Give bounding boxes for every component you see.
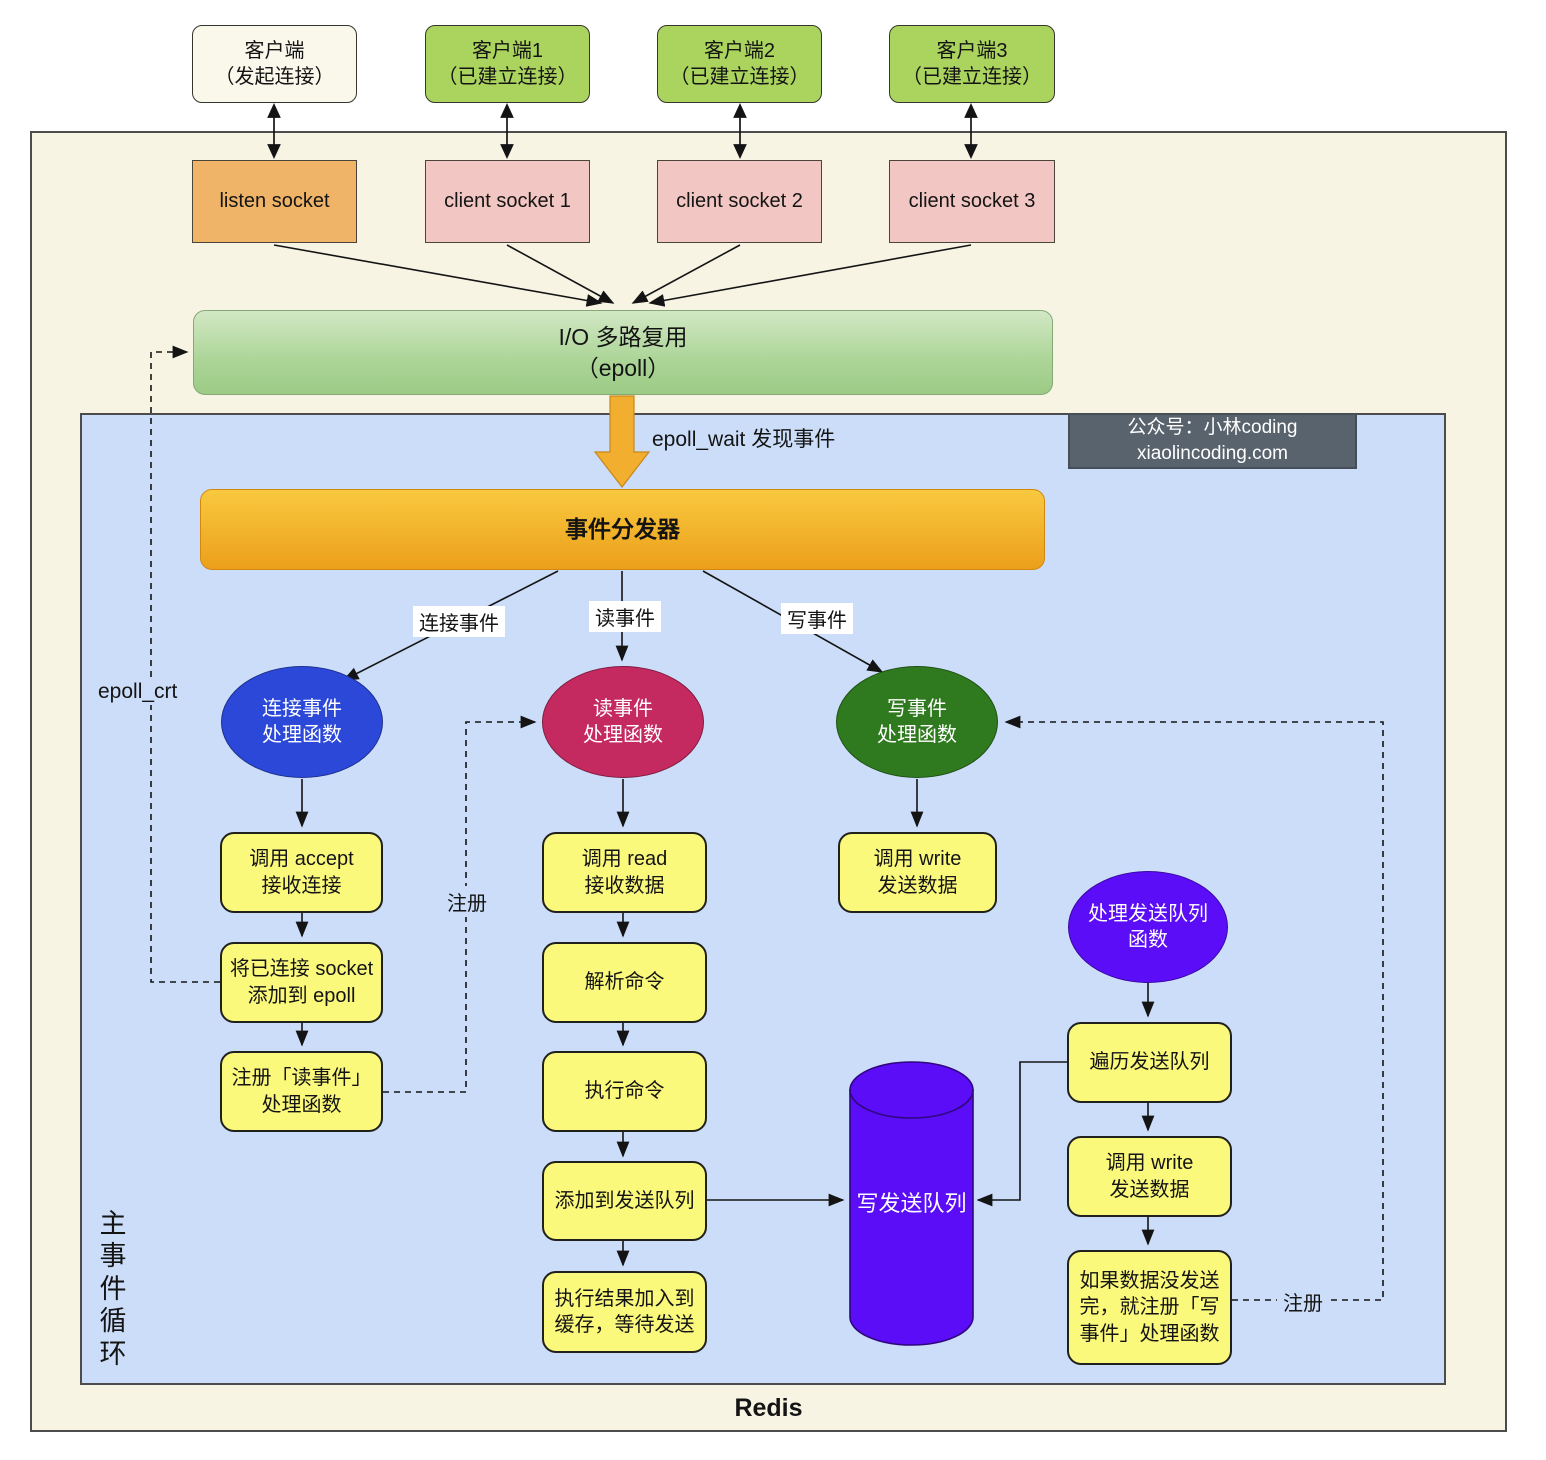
register-read-text: 注册 bbox=[447, 893, 487, 915]
step-accept-label: 调用 accept 接收连接 bbox=[249, 848, 354, 897]
step-register-read-handler-label: 注册「读事件」 处理函数 bbox=[231, 1067, 372, 1116]
epoll-wait-label: epoll_wait 发现事件 bbox=[652, 423, 835, 453]
register-read-label: 注册 bbox=[441, 886, 493, 917]
step-accept: 调用 accept 接收连接 bbox=[220, 832, 383, 913]
client-socket-arrows bbox=[267, 102, 978, 160]
step-traverse-queue-label: 遍历发送队列 bbox=[1089, 1051, 1210, 1074]
step-execute-label: 执行命令 bbox=[584, 1080, 665, 1103]
io-multiplexing-bar: I/O 多路复用 （epoll） bbox=[193, 310, 1053, 395]
step-register-read-handler: 注册「读事件」 处理函数 bbox=[220, 1051, 383, 1132]
watermark-line1: 公众号：小林coding bbox=[1127, 417, 1298, 439]
client-socket-1-box: client socket 1 bbox=[425, 160, 590, 243]
connect-handler-label: 连接事件 处理函数 bbox=[262, 697, 342, 746]
step-execute: 执行命令 bbox=[542, 1051, 707, 1132]
send-queue-handler-ellipse: 处理发送队列 函数 bbox=[1068, 871, 1228, 983]
listen-socket-box: listen socket bbox=[192, 160, 357, 243]
redis-label: Redis bbox=[30, 1394, 1507, 1423]
listen-socket-label: listen socket bbox=[219, 190, 330, 213]
client-socket-3-label: client socket 3 bbox=[908, 190, 1036, 213]
write-event-edge-label: 写事件 bbox=[781, 603, 853, 634]
send-queue-cylinder-label: 写发送队列 bbox=[846, 1186, 977, 1218]
step-add-to-send-queue: 添加到发送队列 bbox=[542, 1161, 707, 1241]
epoll-crt-text: epoll_crt bbox=[98, 680, 178, 703]
read-event-edge-text: 读事件 bbox=[595, 608, 655, 630]
client-3-box: 客户端3 （已建立连接） bbox=[889, 25, 1055, 103]
send-queue-cylinder-text: 写发送队列 bbox=[856, 1191, 967, 1216]
client-3-label: 客户端3 （已建立连接） bbox=[902, 39, 1042, 88]
step-traverse-queue: 遍历发送队列 bbox=[1067, 1022, 1232, 1103]
step-write-send-label: 调用 write 发送数据 bbox=[1105, 1152, 1194, 1201]
watermark: 公众号：小林coding xiaolincoding.com bbox=[1068, 413, 1357, 469]
step-write-send: 调用 write 发送数据 bbox=[1067, 1136, 1232, 1217]
connect-event-edge-label: 连接事件 bbox=[413, 606, 505, 637]
step-buffer-result-label: 执行结果加入到 缓存，等待发送 bbox=[554, 1287, 695, 1336]
event-dispatcher-bar: 事件分发器 bbox=[200, 489, 1045, 570]
write-handler-label: 写事件 处理函数 bbox=[877, 697, 957, 746]
step-add-to-epoll: 将已连接 socket 添加到 epoll bbox=[220, 942, 383, 1023]
main-event-loop-text: 主事件循环 bbox=[99, 1209, 128, 1369]
redis-text: Redis bbox=[734, 1394, 803, 1422]
read-handler-ellipse: 读事件 处理函数 bbox=[542, 666, 704, 778]
io-multiplexing-label: I/O 多路复用 （epoll） bbox=[558, 324, 688, 381]
epoll-wait-label-text: epoll_wait 发现事件 bbox=[652, 428, 836, 451]
step-add-to-send-queue-label: 添加到发送队列 bbox=[554, 1189, 695, 1212]
step-buffer-result: 执行结果加入到 缓存，等待发送 bbox=[542, 1271, 707, 1353]
send-queue-handler-label: 处理发送队列 函数 bbox=[1088, 902, 1208, 951]
step-add-to-epoll-label: 将已连接 socket 添加到 epoll bbox=[229, 958, 374, 1007]
register-write-text: 注册 bbox=[1283, 1293, 1323, 1315]
client-1-label: 客户端1 （已建立连接） bbox=[437, 39, 578, 88]
step-register-write-handler: 如果数据没发送 完，就注册「写 事件」处理函数 bbox=[1067, 1250, 1232, 1365]
write-event-edge-text: 写事件 bbox=[787, 610, 847, 632]
event-dispatcher-label: 事件分发器 bbox=[565, 516, 680, 543]
step-write-label: 调用 write 发送数据 bbox=[873, 848, 962, 897]
client-2-box: 客户端2 （已建立连接） bbox=[657, 25, 822, 103]
step-write: 调用 write 发送数据 bbox=[838, 832, 997, 913]
step-parse: 解析命令 bbox=[542, 942, 707, 1023]
step-parse-label: 解析命令 bbox=[584, 971, 665, 994]
client-2-label: 客户端2 （已建立连接） bbox=[669, 39, 810, 88]
watermark-line2: xiaolincoding.com bbox=[1136, 443, 1289, 464]
send-queue-cylinder bbox=[849, 1061, 974, 1346]
connect-event-edge-text: 连接事件 bbox=[419, 613, 499, 635]
client-socket-2-box: client socket 2 bbox=[657, 160, 822, 243]
step-register-write-handler-label: 如果数据没发送 完，就注册「写 事件」处理函数 bbox=[1079, 1269, 1220, 1345]
client-socket-1-label: client socket 1 bbox=[444, 190, 571, 213]
client-initiating-label: 客户端 （发起连接） bbox=[214, 39, 335, 88]
connect-handler-ellipse: 连接事件 处理函数 bbox=[221, 666, 383, 778]
epoll-crt-label: epoll_crt bbox=[92, 679, 184, 705]
step-read-label: 调用 read 接收数据 bbox=[581, 848, 668, 897]
read-handler-label: 读事件 处理函数 bbox=[583, 697, 663, 746]
client-1-box: 客户端1 （已建立连接） bbox=[425, 25, 590, 103]
client-socket-2-label: client socket 2 bbox=[676, 190, 803, 213]
register-write-label: 注册 bbox=[1277, 1286, 1329, 1317]
client-initiating-box: 客户端 （发起连接） bbox=[192, 25, 357, 103]
flow-arrows bbox=[295, 779, 1155, 1267]
read-event-edge-label: 读事件 bbox=[589, 601, 661, 632]
socket-to-epoll-lines bbox=[273, 244, 972, 307]
write-handler-ellipse: 写事件 处理函数 bbox=[836, 666, 998, 778]
main-event-loop-label: 主事件循环 bbox=[99, 1208, 128, 1370]
client-socket-3-box: client socket 3 bbox=[889, 160, 1055, 243]
epoll-wait-arrow bbox=[593, 395, 651, 488]
step-read: 调用 read 接收数据 bbox=[542, 832, 707, 913]
